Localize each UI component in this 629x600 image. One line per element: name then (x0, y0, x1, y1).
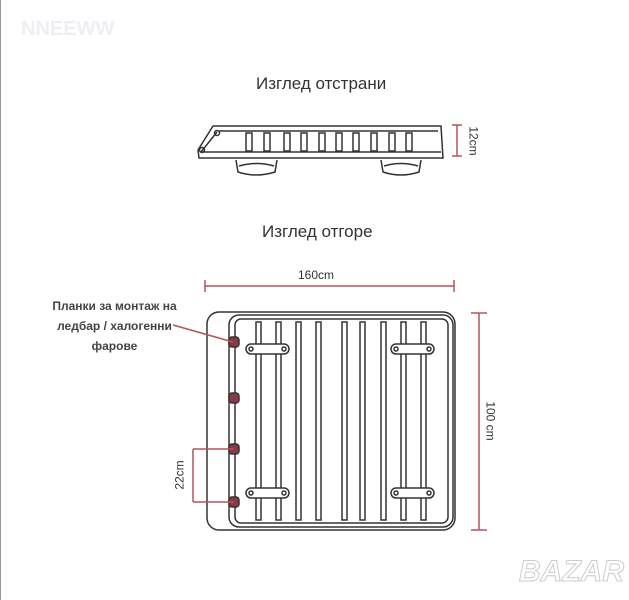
annotation-line: Планки за монтаж на (52, 299, 177, 313)
depth-label: 100 cm (483, 401, 498, 441)
mount-tab (228, 336, 240, 348)
upright (388, 132, 396, 152)
clamp-bolt (426, 346, 432, 352)
crossbar-clamp (390, 487, 435, 499)
side-view-title: Изглед отстрани (256, 74, 387, 93)
upright (352, 132, 360, 152)
annotation-line: фарове (91, 339, 138, 353)
spacing-dimension (192, 448, 234, 503)
mount-tab (228, 392, 240, 404)
slat (341, 321, 348, 521)
crossbar-clamp (245, 343, 290, 355)
clamp-bolt (393, 490, 399, 496)
width-dimension (204, 280, 455, 292)
height-dimension (452, 124, 462, 157)
upright (370, 132, 378, 152)
spacing-label: 22cm (172, 460, 187, 490)
width-label: 160cm (298, 268, 335, 282)
slat (315, 321, 322, 521)
upright (300, 132, 308, 152)
crossbar-clamp (245, 487, 290, 499)
upright (263, 132, 271, 152)
depth-dimension (471, 312, 487, 531)
upright (405, 132, 413, 152)
slat (359, 321, 366, 521)
top-view-title: Изглед отгоре (262, 222, 373, 241)
bazar-logo: BAZAR (519, 555, 625, 589)
clamp-bolt (393, 346, 399, 352)
upright (335, 132, 343, 152)
slat (295, 321, 302, 521)
height-label: 12cm (466, 126, 481, 156)
slat (400, 321, 407, 521)
annotation-leader (172, 324, 234, 343)
slat (275, 321, 282, 521)
annotation-line: ледбар / халогенни (57, 319, 172, 333)
watermark: NNEEWW (21, 18, 115, 40)
clamp-bolt (281, 490, 287, 496)
crossbar-clamp (390, 343, 435, 355)
side-view-rack (197, 125, 444, 176)
upright (283, 132, 291, 152)
clamp-bolt (426, 490, 432, 496)
clamp-bolt (248, 490, 254, 496)
clamp-bolt (248, 346, 254, 352)
upright (245, 132, 253, 152)
slat (380, 321, 387, 521)
slat (420, 321, 427, 521)
upright (318, 132, 326, 152)
top-view-rack (206, 311, 456, 531)
clamp-bolt (281, 346, 287, 352)
slat (255, 321, 262, 521)
mount-annotation: Планки за монтаж на ледбар / халогенни ф… (37, 296, 192, 356)
